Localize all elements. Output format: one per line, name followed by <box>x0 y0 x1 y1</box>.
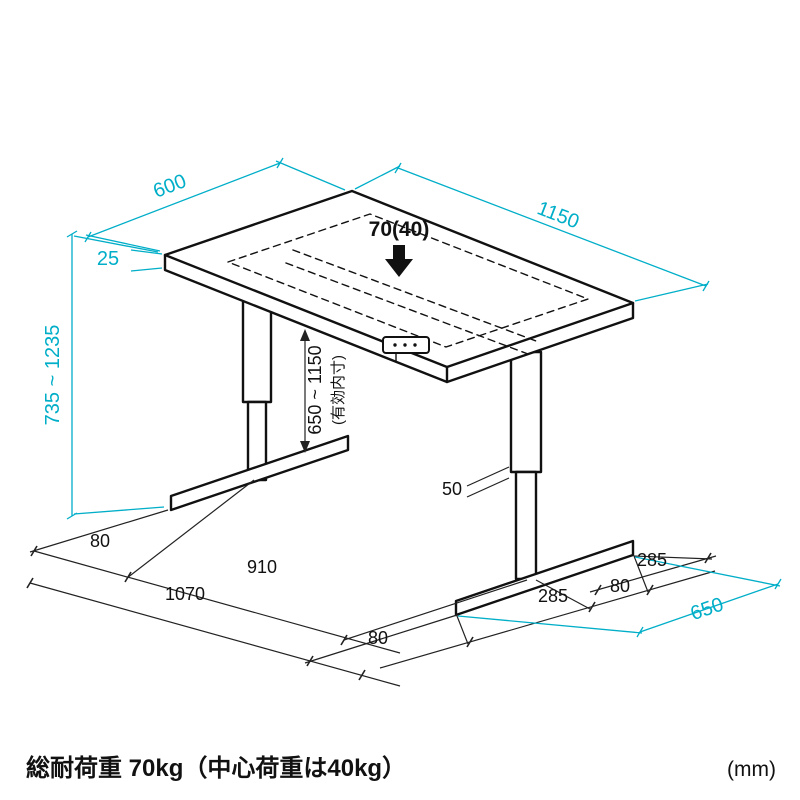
accent-dimensions <box>66 157 782 638</box>
width-dimension-line <box>354 162 710 302</box>
dim-left-offset-label: 80 <box>90 531 110 551</box>
thickness-leaders <box>130 249 163 272</box>
dim-foot-front-label: 285 <box>538 586 568 606</box>
inner-height-line <box>300 329 310 453</box>
dim-column-label: 50 <box>442 479 462 499</box>
inner-height-note: (有効内寸) <box>330 355 347 425</box>
footer: 総耐荷重 70kg（中心荷重は40kg） (mm) <box>26 754 776 782</box>
depth-dimension-line <box>84 157 346 252</box>
controller <box>382 336 430 363</box>
foot-depth-dimension-line <box>457 556 782 638</box>
right-leg <box>509 350 543 581</box>
dimension-labels: 600 1150 25 735 ~ 1235 70(40) 650 ~ 1150… <box>42 170 726 648</box>
black-dimensions <box>26 245 717 687</box>
left-foot <box>169 434 350 512</box>
load-arrow-icon <box>385 245 413 277</box>
dim-thickness-label: 25 <box>97 248 119 270</box>
column-width-leaders <box>466 466 510 498</box>
inner-height-label: 650 ~ 1150 <box>305 345 325 434</box>
load-center-label: 70(40) <box>369 218 430 241</box>
load-note: 総耐荷重 70kg（中心荷重は40kg） <box>26 754 406 782</box>
left-leg <box>241 294 273 482</box>
dim-foot-rear-label: 285 <box>637 550 667 570</box>
dim-base-width-label: 1070 <box>165 584 205 604</box>
dim-height-range-label: 735 ~ 1235 <box>42 325 64 426</box>
unit-note: (mm) <box>727 758 776 781</box>
right-foot <box>454 539 635 617</box>
dim-center-offset-label: 80 <box>368 628 388 648</box>
hidden-frame <box>227 213 589 355</box>
bottom-left-dimensions <box>26 479 528 687</box>
desk-drawing <box>163 189 635 617</box>
dim-right-offset-label: 80 <box>610 576 630 596</box>
dim-span-label: 910 <box>247 557 277 577</box>
bottom-right-dimensions <box>379 552 717 669</box>
height-dimension-line <box>66 230 165 520</box>
